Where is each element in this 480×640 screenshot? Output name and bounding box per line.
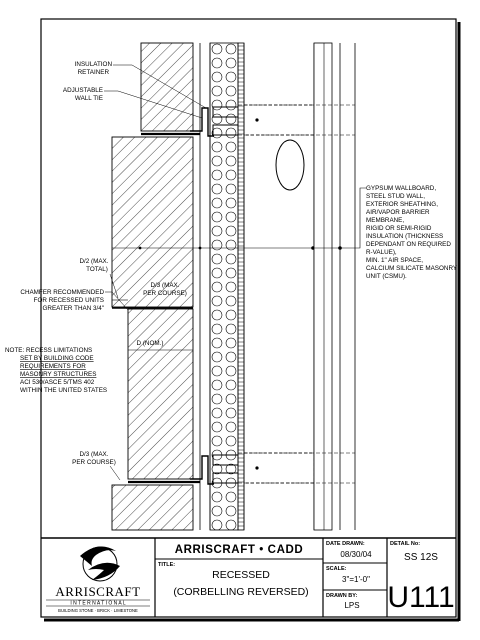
svg-text:STEEL STUD WALL,: STEEL STUD WALL, (366, 193, 425, 200)
gypsum-wallboard (313, 42, 333, 531)
svg-text:R-VALUE),: R-VALUE), (366, 249, 397, 256)
label-d-nom: D (NOM.) (137, 340, 164, 347)
label-chamfer-1: CHAMFER RECOMMENDED (20, 289, 104, 296)
title-label: TITLE: (158, 562, 175, 568)
label-d3-bottom-2: PER COURSE) (72, 459, 116, 466)
label-chamfer-2: FOR RECESSED UNITS (34, 297, 104, 304)
label-recess-note-2: SET BY BUILDING CODE (20, 355, 94, 362)
date-label: DATE DRAWN: (326, 541, 365, 547)
label-recess-note-4: MASONRY STRUCTURES (20, 371, 96, 378)
label-d3-bottom-1: D/3 (MAX. (79, 451, 108, 458)
svg-text:UNIT (CSMU).: UNIT (CSMU). (366, 273, 407, 280)
steel-stud-outline (243, 104, 315, 136)
label-adjustable-wall-tie-2: WALL TIE (75, 95, 103, 102)
leader-chamfer (105, 291, 129, 311)
label-insulation-retainer-2: RETAINER (78, 69, 110, 76)
logo-tagline: BUILDING STONE · BRICK · LIMESTONE (58, 608, 138, 613)
reference-dot (198, 246, 202, 250)
label-insulation-retainer-1: INSULATION (75, 61, 113, 68)
leader-d3-bottom (109, 465, 121, 481)
stud-knockout-hole (275, 139, 305, 191)
title-block (41, 537, 456, 617)
screw-icon (255, 466, 259, 470)
wall-assembly-leader (340, 187, 366, 249)
scale-value: 3"=1'-0" (342, 575, 370, 584)
drawing-title-line2: (CORBELLING REVERSED) (173, 586, 308, 598)
masonry-unit-bottom (111, 484, 194, 531)
label-d2-total-1: D/2 (MAX. (79, 258, 108, 265)
drawn-value: LPS (344, 601, 359, 610)
svg-text:MEMBRANE,: MEMBRANE, (366, 217, 404, 224)
logo-international: I N T E R N A T I O N A L (70, 601, 125, 607)
screw-icon (255, 118, 259, 122)
steel-stud-outline-lower (243, 452, 315, 484)
leader-d2-total (109, 273, 119, 299)
reference-dot (138, 246, 142, 250)
masonry-unit-top (140, 42, 194, 132)
sheet-border (40, 18, 457, 618)
svg-text:INSULATION (THICKNESS: INSULATION (THICKNESS (366, 233, 443, 240)
detail-label: DETAIL No: (390, 541, 420, 547)
drawing-title-line1: RECESSED (212, 569, 270, 581)
logo-wordmark: ARRISCRAFT (55, 584, 140, 599)
label-adjustable-wall-tie-1: ADJUSTABLE (63, 87, 103, 94)
label-d2-total-2: TOTAL) (86, 266, 108, 273)
wall-assembly-note: GYPSUM WALLBOARD, STEEL STUD WALL, EXTER… (366, 185, 458, 280)
label-d3-top-2: PER COURSE) (143, 290, 187, 297)
svg-text:RIGID OR SEMI-RIGID: RIGID OR SEMI-RIGID (366, 225, 432, 232)
arriscraft-logo (46, 546, 150, 607)
leader-insulation-retainer (113, 64, 207, 109)
masonry-unit-recessed (127, 308, 194, 480)
exterior-sheathing (237, 42, 245, 531)
label-d3-top-1: D/3 (MAX. (150, 282, 179, 289)
label-recess-note-6: WITHIN THE UNITED STATES (20, 387, 107, 394)
detail-value: SS 12S (404, 552, 438, 563)
svg-text:EXTERIOR SHEATHING,: EXTERIOR SHEATHING, (366, 201, 438, 208)
rigid-insulation (209, 42, 239, 531)
svg-text:GYPSUM WALLBOARD,: GYPSUM WALLBOARD, (366, 185, 436, 192)
date-value: 08/30/04 (340, 550, 372, 559)
label-chamfer-3: GREATER THAN 3/4" (43, 305, 105, 312)
svg-text:CALCIUM SILICATE MASONRY: CALCIUM SILICATE MASONRY (366, 265, 458, 272)
adjustable-wall-tie-lower (190, 454, 239, 485)
leader-adjustable-wall-tie (104, 90, 203, 119)
company-name: ARRISCRAFT • CADD (175, 544, 304, 556)
drawn-label: DRAWN BY: (326, 593, 358, 599)
label-recess-note-3: REQUIREMENTS FOR (20, 363, 86, 370)
label-recess-note-1: NOTE: RECESS LIMITATIONS (5, 347, 92, 354)
sheet-code: U111 (387, 581, 454, 614)
adjustable-wall-tie-upper (190, 106, 239, 137)
svg-text:MIN. 1" AIR SPACE,: MIN. 1" AIR SPACE, (366, 257, 423, 264)
svg-text:AIR/VAPOR BARRIER: AIR/VAPOR BARRIER (366, 209, 430, 216)
scale-label: SCALE: (326, 566, 347, 572)
label-recess-note-5: ACI 530/ASCE 5/TMS 402 (20, 379, 95, 386)
masonry-unit-middle (111, 136, 194, 308)
svg-text:DEPENDANT ON REQUIRED: DEPENDANT ON REQUIRED (366, 241, 451, 248)
